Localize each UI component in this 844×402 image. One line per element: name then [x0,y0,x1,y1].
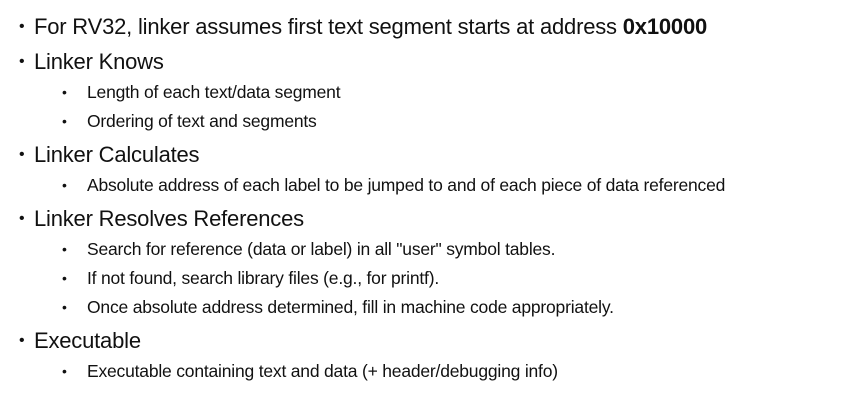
bullet-icon: • [62,299,67,315]
bullet-icon: • [19,332,25,349]
bullet-text: Length of each text/data segment [87,82,341,102]
bullet-icon: • [19,210,25,227]
bullet-text: Ordering of text and segments [87,111,317,131]
bullet-icon: • [62,241,67,257]
bullet-icon: • [62,363,67,379]
bullet-text: Once absolute address determined, fill i… [87,297,614,317]
bullet-text: If not found, search library files (e.g.… [87,268,439,288]
bullet-icon: • [62,113,67,129]
bullet-text: Linker Calculates [34,142,200,167]
bullet-text: Linker Resolves References [34,206,304,231]
bullet-line-linker-knows: • Linker Knows [0,47,844,77]
sub-bullet-line-search-reference: • Search for reference (data or label) in… [0,235,844,263]
bullet-line-linker-calculates: • Linker Calculates [0,140,844,170]
bullet-text: Executable [34,328,141,353]
bullet-icon: • [19,146,25,163]
bullet-icon: • [62,177,67,193]
sub-bullet-line-segment-length: • Length of each text/data segment [0,78,844,106]
sub-bullet-line-absolute-address: • Absolute address of each label to be ju… [0,171,844,199]
bullet-line-executable: • Executable [0,326,844,356]
bullet-icon: • [19,53,25,70]
bullet-text: Absolute address of each label to be jum… [87,175,726,195]
bullet-text-bold-address: 0x10000 [622,14,708,39]
bullet-icon: • [62,270,67,286]
bullet-text: For RV32, linker assumes first text segm… [34,14,623,39]
sub-bullet-line-fill-machine-code: • Once absolute address determined, fill … [0,293,844,321]
bullet-text: Linker Knows [34,49,164,74]
bullet-text: Executable containing text and data (+ h… [87,361,558,381]
sub-bullet-line-ordering: • Ordering of text and segments [0,107,844,135]
bullet-icon: • [62,84,67,100]
bullet-text: Search for reference (data or label) in … [87,239,556,259]
sub-bullet-line-executable-contents: • Executable containing text and data (+ … [0,357,844,385]
sub-bullet-line-search-library: • If not found, search library files (e.g… [0,264,844,292]
bullet-icon: • [19,18,25,35]
bullet-line-linker-resolves: • Linker Resolves References [0,204,844,234]
bullet-line-rv32-address: • For RV32, linker assumes first text seg… [0,12,844,42]
